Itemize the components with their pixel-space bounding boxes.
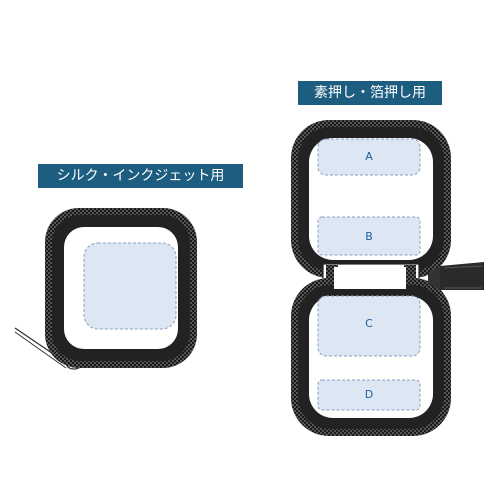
silk-inkjet-label: シルク・インクジェット用 (38, 164, 243, 188)
zone-c (317, 295, 421, 357)
zone-b (317, 216, 421, 256)
zone-c-label: C (365, 317, 373, 330)
left-case (45, 208, 197, 368)
zone-d (317, 379, 421, 411)
zone-a (317, 138, 421, 176)
stamp-foil-label: 素押し・箔押し用 (298, 81, 442, 105)
zone-a-label: A (365, 150, 373, 163)
left-print-area (83, 242, 177, 330)
zone-d-label: D (365, 388, 373, 401)
right-zipper-pull (428, 262, 484, 290)
zone-b-label: B (365, 230, 373, 243)
